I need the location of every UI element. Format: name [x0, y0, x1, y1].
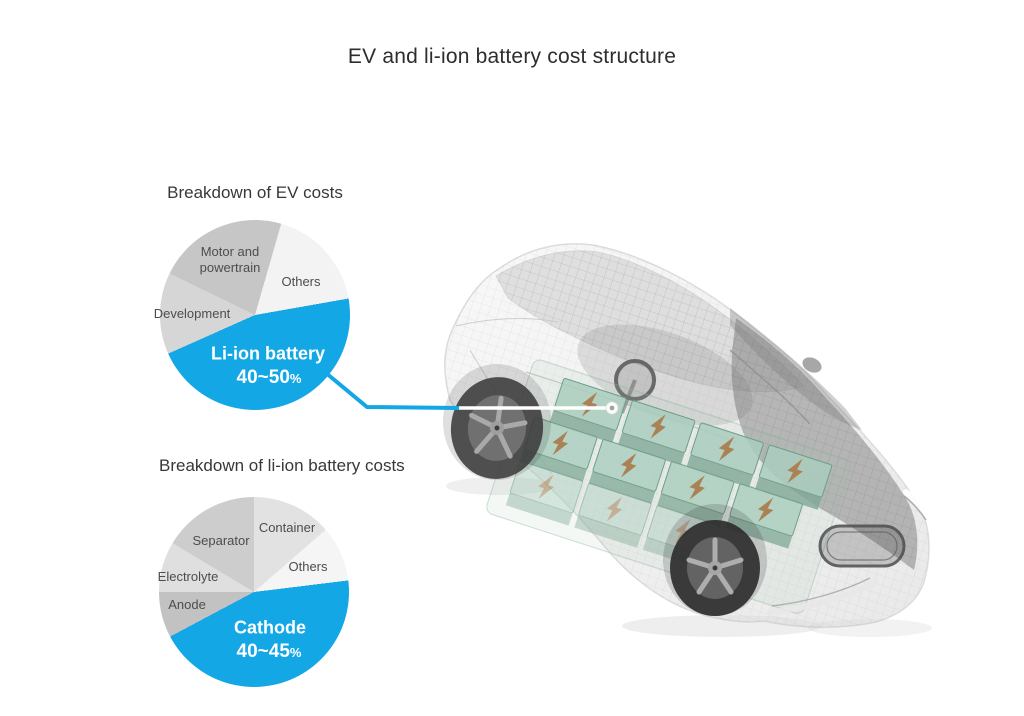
battery-module: [588, 439, 666, 505]
battery-module: [754, 444, 833, 510]
slice-label-electrolyte: Electrolyte: [157, 569, 219, 584]
slice-label-motor-powertrain: Motor and powertrain: [199, 244, 261, 275]
battery-module: [656, 461, 735, 527]
slice-label-others: Others: [288, 559, 328, 574]
value-text: 40~45: [236, 641, 290, 662]
battery-pack: [486, 359, 851, 614]
slice-value-liion-battery: 40~50%: [237, 367, 302, 389]
slice-label-anode: Anode: [168, 597, 206, 612]
slice-label-development: Development: [153, 306, 231, 321]
slice-label-separator: Separator: [192, 533, 250, 548]
percent-sign: %: [289, 645, 302, 660]
headlight: [903, 489, 933, 523]
ground-shadow: [446, 477, 932, 637]
slice-value-cathode: 40~45%: [237, 641, 302, 663]
ev-cost-pie: Motor and powertrain Others Development …: [154, 220, 350, 410]
ev-chart-heading: Breakdown of EV costs: [167, 183, 343, 202]
battery-cost-pie: Container Separator Electrolyte Anode Ot…: [157, 497, 349, 687]
slice-label-container: Container: [258, 520, 316, 535]
ev-car-cutaway-illustration: [443, 243, 933, 637]
side-mirror: [802, 357, 822, 373]
front-wheel: [663, 504, 767, 616]
slice-label-liion-battery: Li-ion battery: [210, 343, 326, 364]
percent-sign: %: [289, 371, 302, 386]
slice-label-cathode: Cathode: [234, 617, 306, 638]
battery-module: [549, 378, 627, 444]
rear-wheel: [443, 364, 551, 480]
battery-module: [686, 422, 764, 488]
value-text: 40~50: [236, 367, 290, 388]
battery-chart-heading: Breakdown of li-ion battery costs: [159, 456, 405, 475]
front-fascia: [767, 489, 933, 615]
battery-module: [574, 482, 652, 548]
page-title: EV and li-ion battery cost structure: [347, 45, 677, 68]
battery-module: [725, 483, 803, 549]
bumper-lip: [767, 579, 879, 615]
grille: [818, 524, 906, 568]
battery-module: [505, 460, 584, 526]
slice-label-others: Others: [281, 274, 321, 289]
battery-module: [617, 400, 696, 466]
